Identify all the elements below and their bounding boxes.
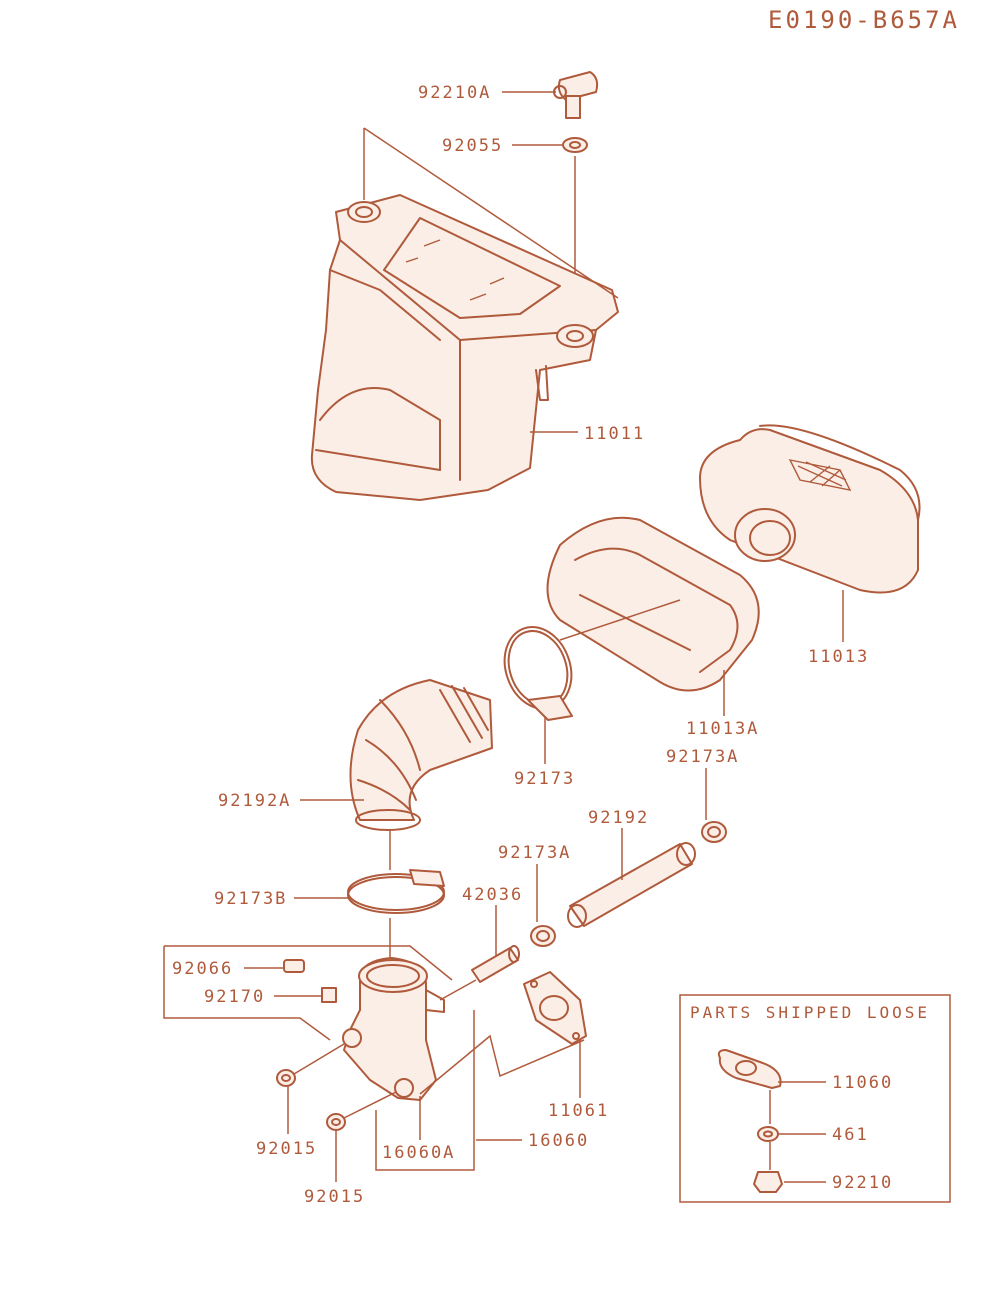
label-92173A-upper[interactable]: 92173A (666, 747, 739, 767)
part-92173A-clamp-upper[interactable] (701, 821, 727, 843)
leader-duct-to-filter (559, 599, 681, 641)
parts-shipped-loose-box: PARTS SHIPPED LOOSE 11060 461 92210 (679, 994, 951, 1203)
label-11011[interactable]: 11011 (584, 424, 645, 444)
part-461-washer[interactable] (757, 1126, 779, 1142)
part-92066-plug[interactable] (283, 959, 305, 973)
bracket-left (163, 946, 331, 1041)
label-92015-right[interactable]: 92015 (304, 1187, 365, 1207)
label-16060[interactable]: 16060 (528, 1131, 589, 1151)
part-11060-gasket[interactable] (717, 1049, 782, 1089)
bracket-top (164, 945, 453, 981)
part-92173A-clamp-lower[interactable] (530, 925, 556, 947)
part-92055-washer[interactable] (562, 137, 588, 153)
leader-nut-right (343, 1091, 397, 1119)
label-92055[interactable]: 92055 (442, 136, 503, 156)
leader-gasket (419, 1034, 585, 1095)
label-92192A[interactable]: 92192A (218, 791, 291, 811)
part-16060-elbow[interactable] (342, 957, 445, 1101)
part-11013A-precleaner[interactable] (546, 516, 760, 692)
leader-nut-left (293, 1043, 345, 1075)
label-92173[interactable]: 92173 (514, 769, 575, 789)
label-92173B[interactable]: 92173B (214, 889, 287, 909)
part-92192-hose[interactable] (567, 842, 696, 928)
label-92066[interactable]: 92066 (172, 959, 233, 979)
label-92192[interactable]: 92192 (588, 808, 649, 828)
part-92015-nut-left[interactable] (276, 1069, 296, 1087)
loose-box-title: PARTS SHIPPED LOOSE (690, 1003, 930, 1022)
part-92210A-wing-nut[interactable] (553, 71, 599, 119)
diagram-code: E0190-B657A (768, 6, 960, 34)
label-42036[interactable]: 42036 (462, 885, 523, 905)
label-11013A[interactable]: 11013A (686, 719, 759, 739)
label-461[interactable]: 461 (832, 1125, 869, 1145)
part-92170-fitting[interactable] (321, 987, 337, 1003)
part-11013-filter[interactable] (699, 424, 921, 594)
part-11061-gasket[interactable] (523, 971, 587, 1045)
label-92170[interactable]: 92170 (204, 987, 265, 1007)
bracket-16060A (375, 1010, 475, 1171)
leader-42036-body (439, 979, 477, 1001)
part-92192A-elbow-hose[interactable] (349, 679, 493, 831)
part-92173B-clamp[interactable] (347, 869, 445, 914)
label-92210A[interactable]: 92210A (418, 83, 491, 103)
label-92173A-lower[interactable]: 92173A (498, 843, 571, 863)
part-92173-clamp[interactable] (494, 618, 583, 721)
loose-box-frame (679, 994, 951, 1203)
label-92015-left[interactable]: 92015 (256, 1139, 317, 1159)
label-11013[interactable]: 11013 (808, 647, 869, 667)
part-42036-fitting[interactable] (471, 945, 520, 983)
label-11061[interactable]: 11061 (548, 1101, 609, 1121)
label-11060[interactable]: 11060 (832, 1073, 893, 1093)
part-92210-nut[interactable] (753, 1171, 783, 1193)
label-16060A[interactable]: 16060A (382, 1143, 455, 1163)
part-92015-nut-right[interactable] (326, 1113, 346, 1131)
label-92210[interactable]: 92210 (832, 1173, 893, 1193)
leader-11011-diag (363, 127, 619, 299)
part-11011-cover[interactable] (310, 194, 619, 501)
